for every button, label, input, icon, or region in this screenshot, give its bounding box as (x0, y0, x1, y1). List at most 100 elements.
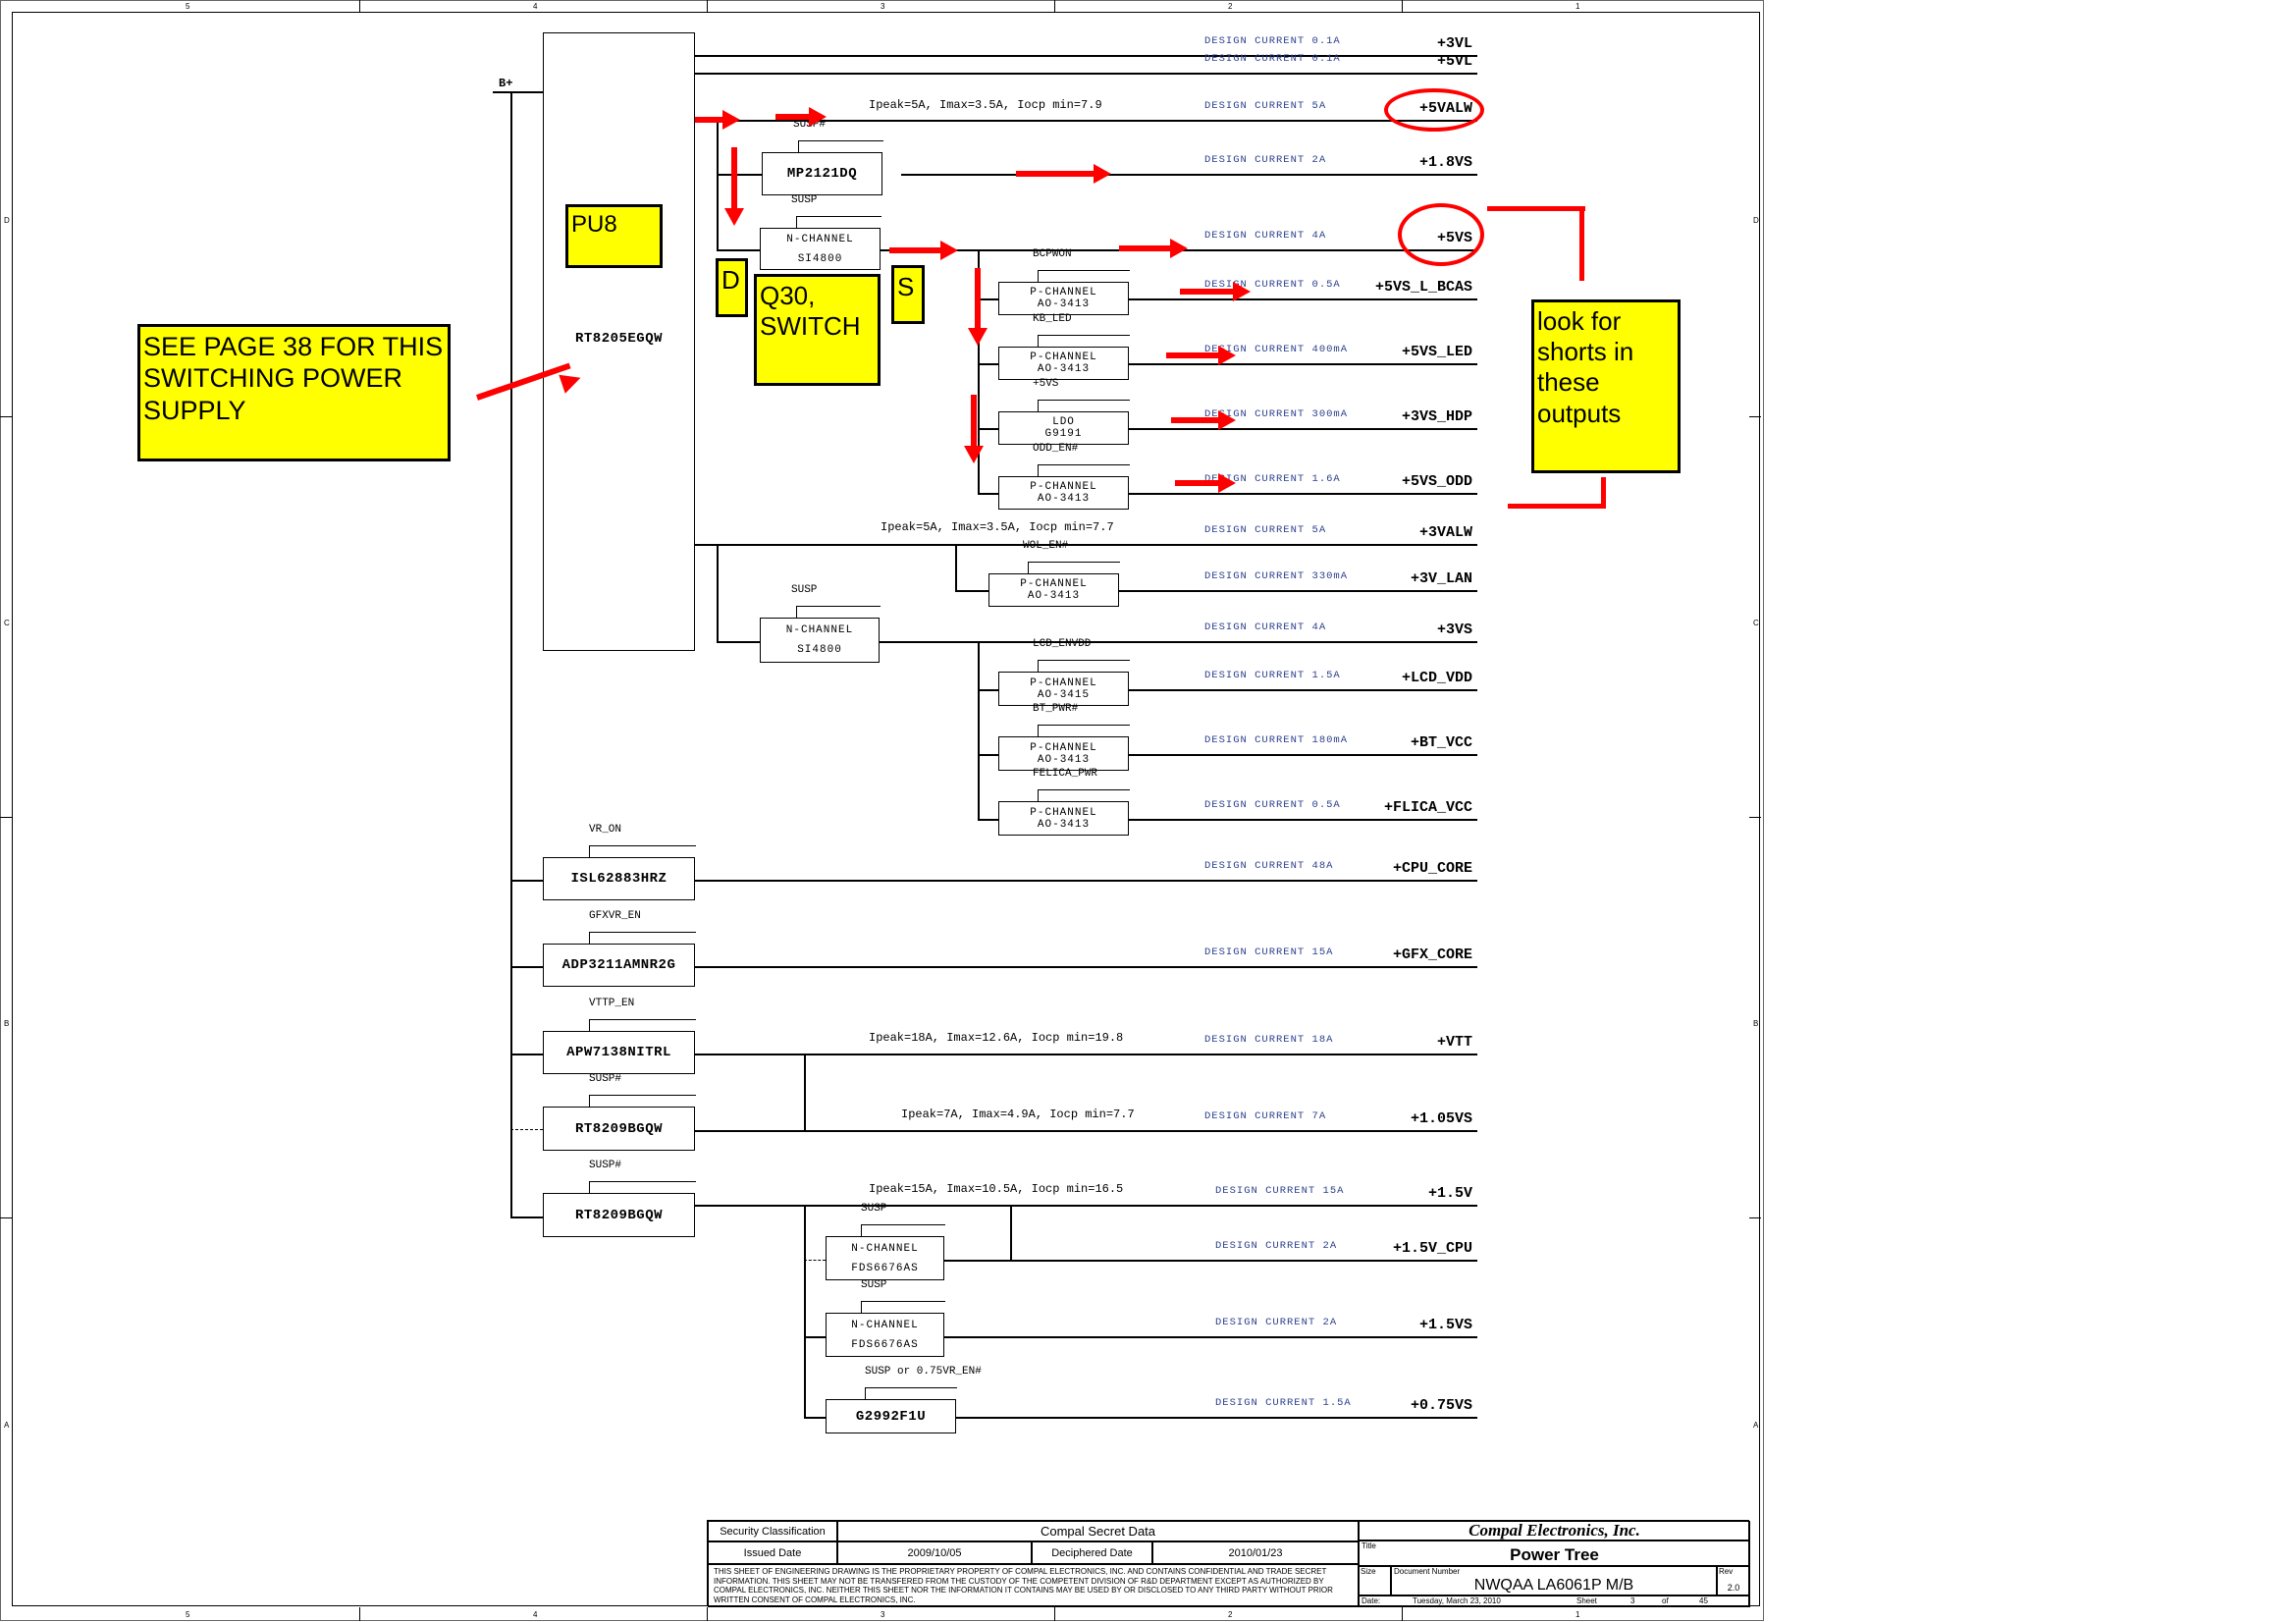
wire (804, 1054, 806, 1130)
wire (510, 880, 543, 882)
red-arrow-shaft (1016, 171, 1095, 177)
net-label-3valw: +3VALW (1418, 524, 1472, 541)
component-part-label: P-CHANNEL (1030, 287, 1097, 298)
red-arrow-shaft (1166, 352, 1220, 358)
zone-row-label: D (1753, 216, 1759, 225)
wire (880, 641, 1477, 643)
component-part-label: P-CHANNEL (1030, 351, 1097, 363)
wire (510, 1216, 543, 1218)
wire (978, 641, 980, 819)
enable-signal-line (1038, 335, 1130, 348)
enable-signal-line (589, 1181, 696, 1194)
disclaimer-text: THIS SHEET OF ENGINEERING DRAWING IS THE… (708, 1564, 1359, 1607)
component-rt8205egqw: RT8205EGQW (543, 32, 695, 651)
zone-row-label: B (1753, 1019, 1759, 1028)
zone-divider (1402, 0, 1403, 12)
wire (717, 174, 771, 176)
zone-row-label: B (4, 1019, 10, 1028)
red-arrow-shaft (1171, 417, 1220, 423)
net-label-3vs: +3VS (1436, 622, 1472, 638)
component-part-label: N-CHANNEL (851, 1319, 919, 1331)
wire (1129, 298, 1477, 300)
enable-signal-label: FELICA_PWR (1033, 768, 1098, 780)
component-part-label: AO-3413 (1037, 363, 1091, 375)
wire (978, 298, 998, 300)
enable-signal-line (1038, 725, 1130, 737)
red-arrow-head (1094, 164, 1111, 184)
design-current-label: DESIGN CURRENT 0.1A (1204, 35, 1341, 47)
component-part-label: P-CHANNEL (1030, 676, 1097, 689)
net-label-gfxcore: +GFX_CORE (1392, 946, 1472, 963)
design-current-label: DESIGN CURRENT 2A (1215, 1240, 1338, 1252)
red-arrow-head (722, 110, 740, 130)
red-arrow-head (964, 446, 984, 463)
wire (1129, 428, 1477, 430)
zone-column-label: 5 (186, 1610, 190, 1619)
wire (695, 1205, 1477, 1207)
zone-divider (1749, 416, 1761, 417)
design-current-label: DESIGN CURRENT 15A (1215, 1185, 1345, 1197)
red-arrow-shaft (1180, 289, 1235, 295)
enable-signal-line (1038, 464, 1130, 477)
enable-signal-line (796, 606, 881, 619)
component-isl62883hrz: ISL62883HRZ (543, 857, 695, 900)
wire (695, 73, 1477, 75)
zone-divider (359, 1607, 360, 1621)
wire (717, 249, 760, 251)
drain-annotation: D (716, 258, 748, 317)
net-label-lcdvdd: +LCD_VDD (1401, 670, 1472, 686)
zone-column-label: 4 (533, 1610, 538, 1619)
component-part-label: P-CHANNEL (1020, 578, 1088, 590)
zone-divider (1054, 0, 1055, 12)
zone-column-label: 1 (1575, 1610, 1580, 1619)
design-current-label: DESIGN CURRENT 1.5A (1215, 1397, 1352, 1409)
sheet-total: 45 (1699, 1596, 1708, 1605)
component-adp3211amnr2g: ADP3211AMNR2G (543, 944, 695, 987)
enable-signal-line (861, 1224, 945, 1237)
wire (510, 91, 512, 1216)
design-current-label: DESIGN CURRENT 400mA (1204, 344, 1349, 355)
net-label-15vs: +1.5VS (1418, 1317, 1472, 1333)
net-label-btvcc: +BT_VCC (1410, 734, 1472, 751)
wire (978, 689, 998, 691)
wire (717, 641, 760, 643)
enable-signal-line (589, 932, 696, 945)
enable-signal-label: SUSP (791, 194, 818, 206)
net-label-vtt: +VTT (1436, 1034, 1472, 1051)
component-part-label: RT8209BGQW (574, 1120, 663, 1137)
component-part-label: FDS6676AS (851, 1338, 919, 1351)
of-label: of (1662, 1596, 1669, 1605)
component-part-label: APW7138NITRL (566, 1045, 671, 1060)
wire (695, 880, 1477, 882)
net-label-5vl: +5VL (1436, 53, 1472, 70)
enable-signal-label: SUSP or 0.75VR_EN# (865, 1366, 982, 1378)
zone-column-label: 3 (881, 2, 885, 11)
zone-column-label: 3 (881, 1610, 885, 1619)
enable-signal-line (796, 216, 881, 229)
net-label-3vlan: +3V_LAN (1410, 570, 1472, 587)
date-label: Date: (1362, 1596, 1381, 1605)
deciphered-date-label: Deciphered Date (1032, 1541, 1152, 1564)
rev-label: Rev (1719, 1567, 1734, 1576)
bracket-top-horizontal (1487, 206, 1585, 211)
component-rt8209bgqw: RT8209BGQW (543, 1193, 695, 1237)
component-part-label: AO-3413 (1037, 493, 1091, 505)
design-current-label: DESIGN CURRENT 7A (1204, 1110, 1327, 1122)
enable-signal-label: VR_ON (589, 824, 622, 836)
enable-signal-line (589, 845, 696, 858)
zone-divider (0, 1217, 12, 1218)
wire (978, 428, 998, 430)
security-classification-label: Security Classification (708, 1521, 837, 1541)
enable-signal-label: GFXVR_EN (589, 910, 641, 922)
wire (510, 1129, 543, 1130)
highlight-ellipse-5vs (1398, 203, 1484, 266)
component-apw7138nitrl: APW7138NITRL (543, 1031, 695, 1074)
zone-divider (0, 416, 12, 417)
red-arrow-head (809, 107, 827, 127)
red-arrow-shaft (1119, 245, 1172, 251)
net-label-flicavcc: +FLICA_VCC (1383, 799, 1472, 816)
see-page-38-note: SEE PAGE 38 FOR THIS SWITCHING POWER SUP… (137, 324, 451, 461)
